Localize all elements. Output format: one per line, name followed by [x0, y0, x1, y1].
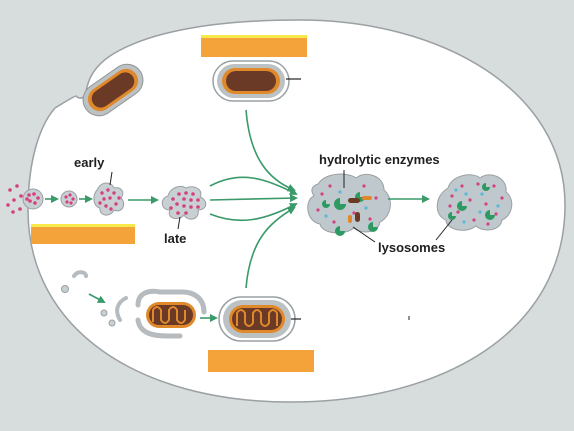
label-early: early — [74, 155, 105, 170]
endocytic-vesicle-forming — [22, 188, 44, 210]
endocytic-vesicle — [60, 190, 78, 208]
endolysosome — [307, 173, 391, 236]
label-box-autophagy — [208, 350, 314, 372]
late-pointer — [177, 216, 181, 230]
phagophore-with-mitochondrion — [135, 288, 207, 339]
autophagy-membrane-fragments — [61, 270, 128, 327]
label-hydrolytic-enzymes: hydrolytic enzymes — [319, 152, 440, 167]
phagosome — [212, 60, 290, 102]
extracellular-particles — [6, 184, 23, 214]
autophagosome — [218, 296, 296, 342]
label-lysosomes: lysosomes — [378, 240, 445, 255]
lysosome — [436, 174, 513, 231]
early-pointer — [109, 171, 113, 186]
phagocytosed-particle-incoming — [82, 63, 144, 117]
converging-arrows — [209, 109, 298, 289]
lysosomes-pointer-right — [435, 219, 453, 241]
label-late: late — [164, 231, 186, 246]
label-box-phagocytosis — [201, 35, 307, 57]
early-endosome — [93, 182, 125, 216]
lysosomes-pointer-left — [352, 226, 376, 243]
arrow-to-phagophore — [88, 293, 106, 303]
late-endosome — [161, 185, 207, 220]
label-box-endocytosis — [31, 224, 135, 244]
